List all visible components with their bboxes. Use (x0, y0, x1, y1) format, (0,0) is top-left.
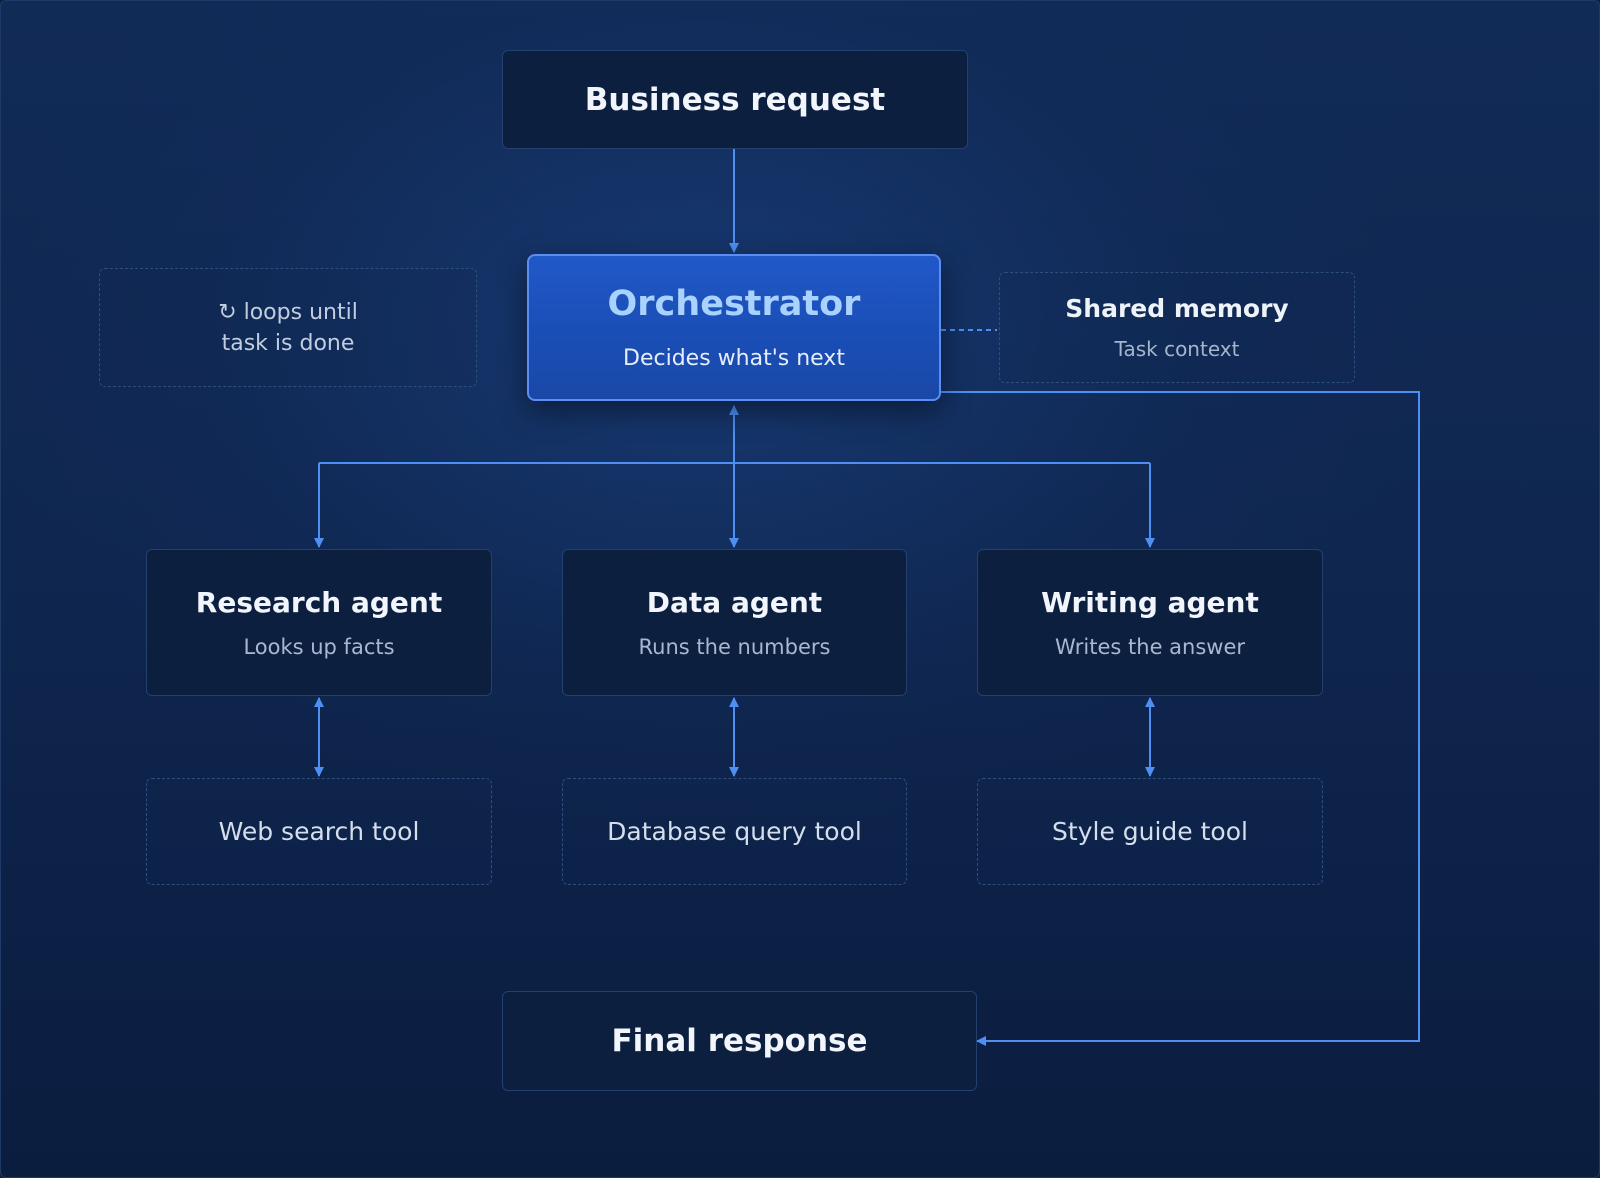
research-agent-title: Research agent (195, 586, 443, 619)
shared-memory-node: Shared memory Task context (999, 272, 1355, 383)
style-guide-tool-label: Style guide tool (1052, 817, 1248, 846)
shared-memory-subtitle: Task context (1114, 337, 1240, 361)
loop-note-line-1: ↻ loops until (218, 299, 358, 325)
data-agent-node: Data agent Runs the numbers (562, 549, 907, 696)
web-search-tool-label: Web search tool (218, 817, 420, 846)
database-query-tool-label: Database query tool (607, 817, 862, 846)
writing-agent-subtitle: Writes the answer (1054, 635, 1246, 659)
research-agent-subtitle: Looks up facts (243, 635, 395, 659)
web-search-tool-node: Web search tool (146, 778, 492, 885)
loop-note: ↻ loops until task is done (99, 268, 477, 387)
shared-memory-title: Shared memory (1065, 294, 1289, 323)
writing-agent-title: Writing agent (1041, 586, 1259, 619)
business-request-node: Business request (502, 50, 968, 149)
writing-agent-node: Writing agent Writes the answer (977, 549, 1323, 696)
data-agent-title: Data agent (646, 586, 823, 619)
business-request-title: Business request (584, 81, 886, 118)
orchestrator-title: Orchestrator (607, 284, 861, 324)
data-agent-subtitle: Runs the numbers (638, 635, 831, 659)
orchestrator-subtitle: Decides what's next (623, 346, 845, 371)
style-guide-tool-node: Style guide tool (977, 778, 1323, 885)
edge-orchestrator-to-final-response (941, 391, 1420, 1046)
final-response-node: Final response (502, 991, 977, 1091)
research-agent-node: Research agent Looks up facts (146, 549, 492, 696)
database-query-tool-node: Database query tool (562, 778, 907, 885)
final-response-title: Final response (611, 1023, 868, 1059)
loop-note-line-2: task is done (221, 330, 355, 356)
orchestrator-node: Orchestrator Decides what's next (527, 254, 941, 401)
